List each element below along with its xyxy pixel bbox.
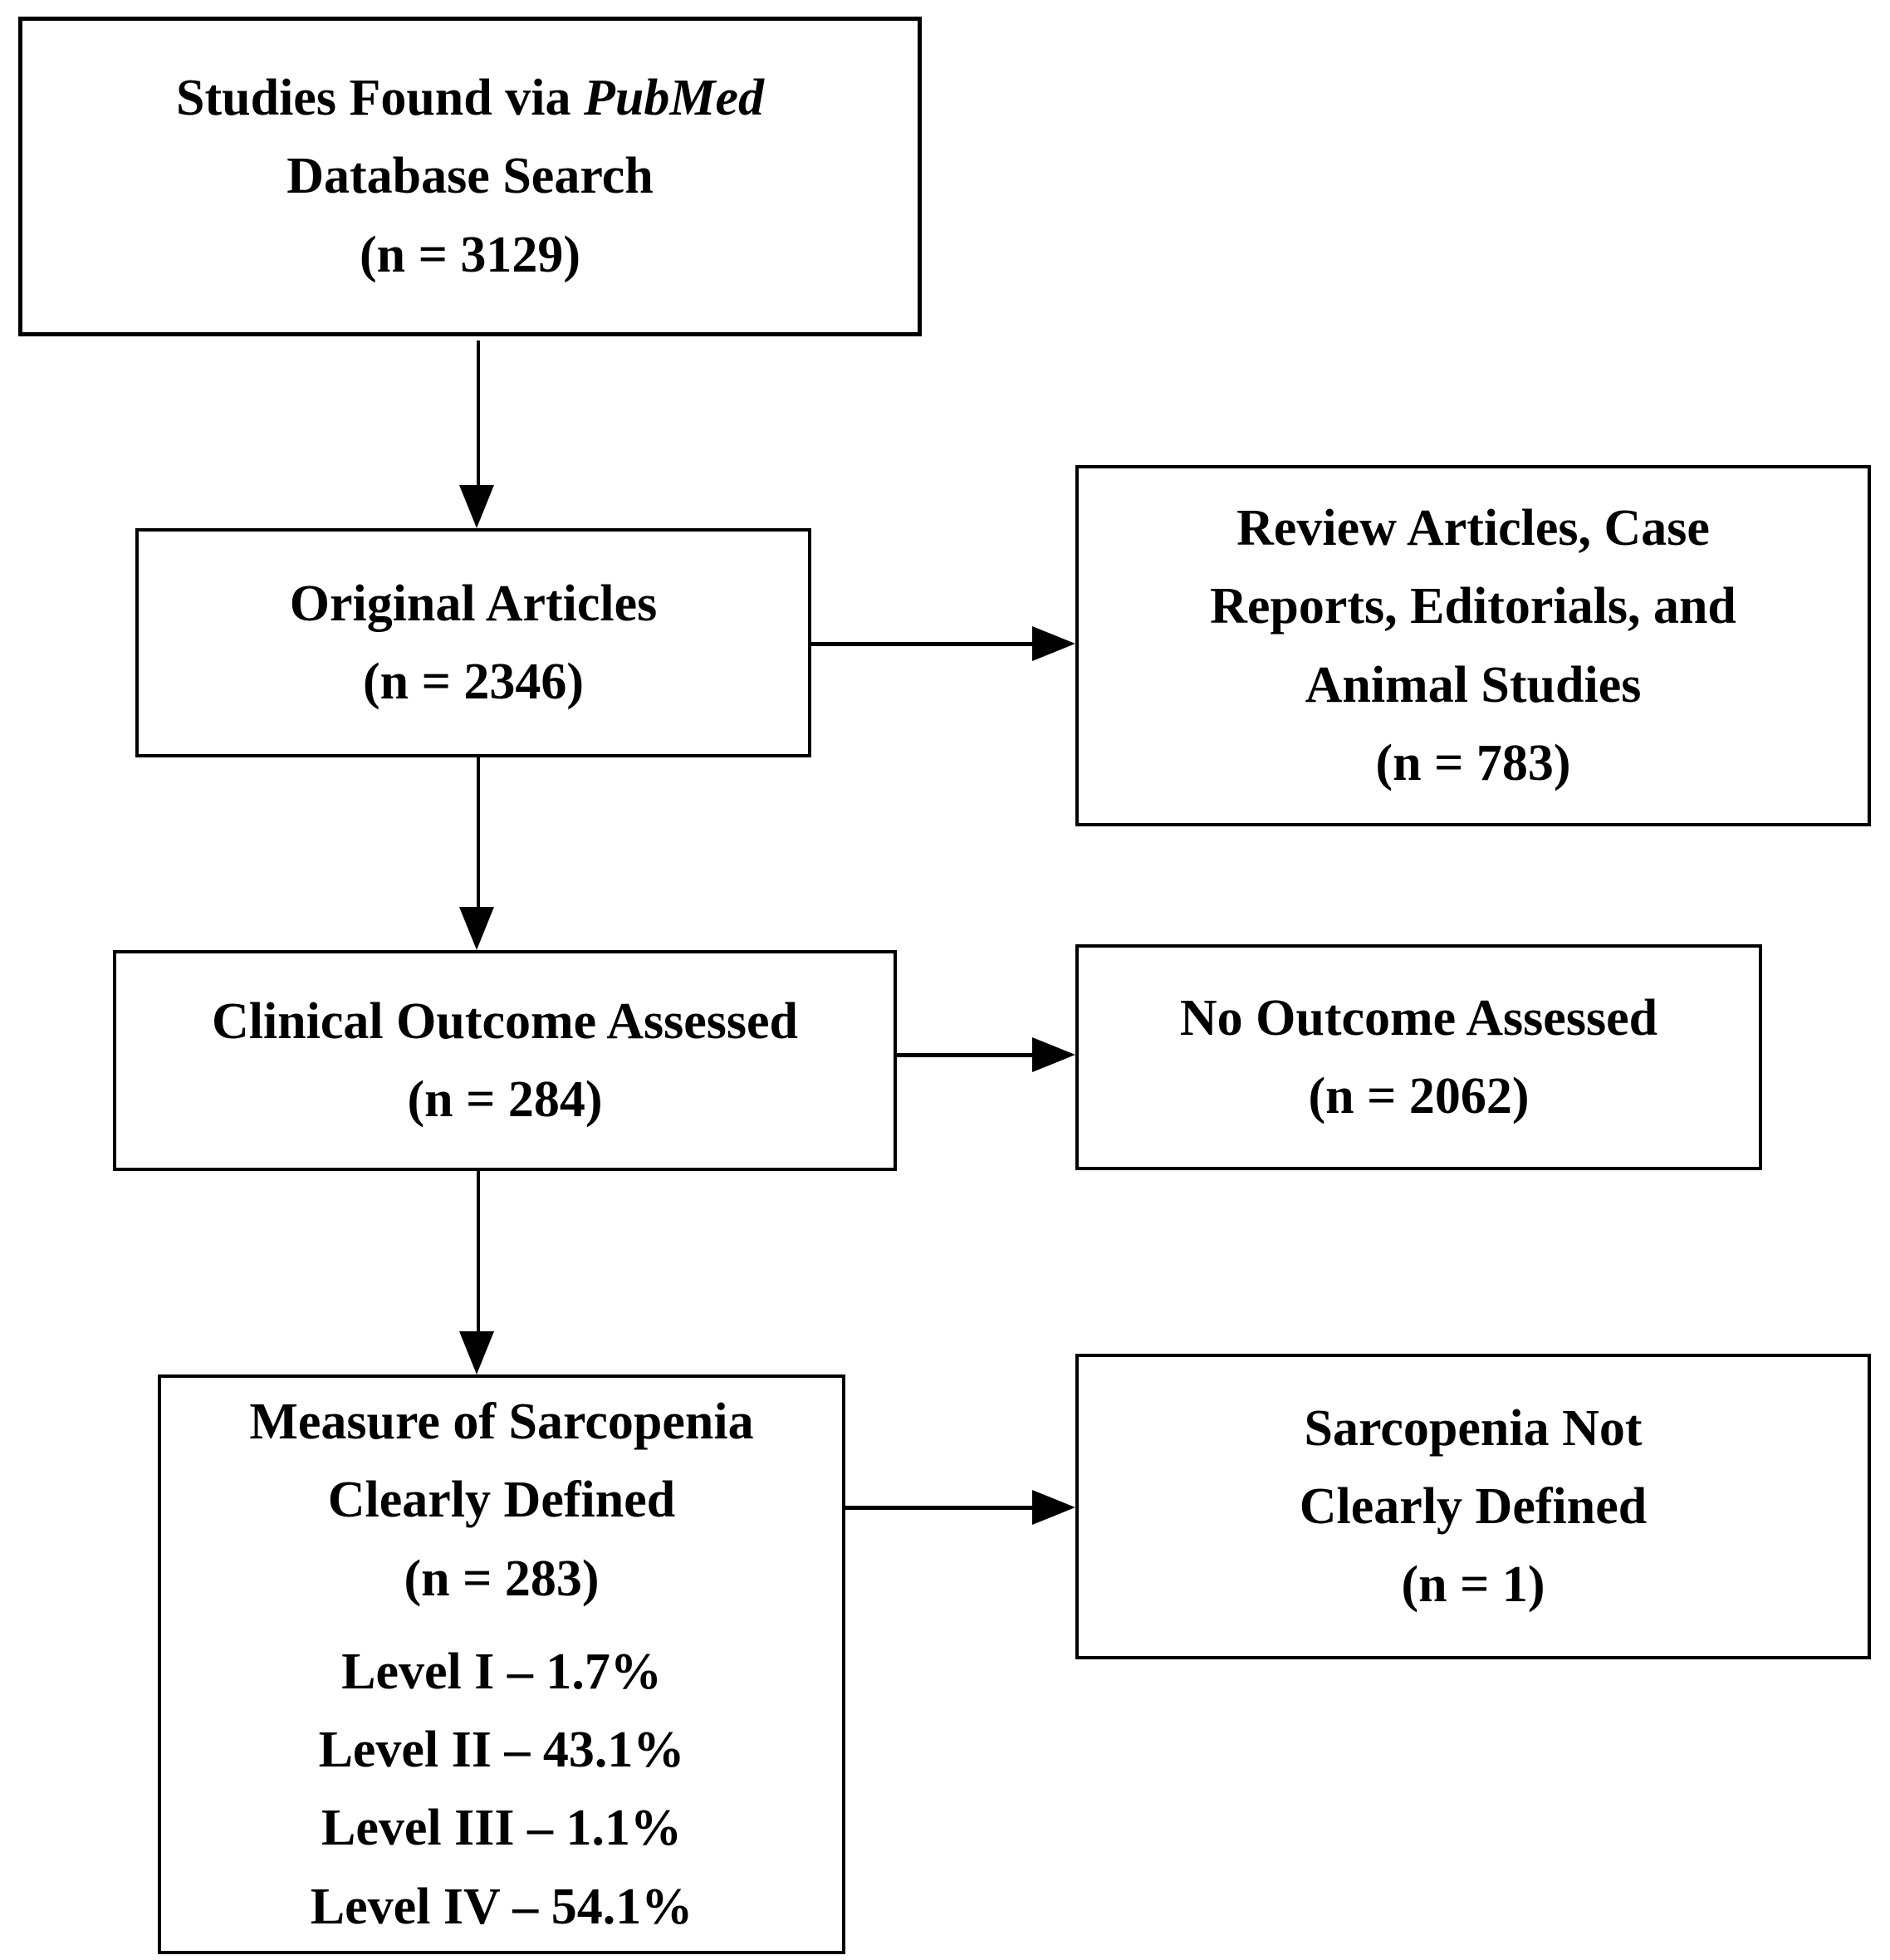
box-measure-defined: Measure of Sarcopenia Clearly Defined (n…: [158, 1374, 845, 1954]
review-articles-line3: Animal Studies: [1305, 656, 1642, 713]
measure-defined-line2: Clearly Defined: [327, 1472, 676, 1529]
not-defined-line1: Sarcopenia Not: [1304, 1399, 1643, 1457]
box-sarcopenia-not-defined: Sarcopenia Not Clearly Defined (n = 1): [1075, 1354, 1871, 1659]
review-articles-line1: Review Articles, Case: [1236, 500, 1710, 557]
no-outcome-title: No Outcome Assessed: [1179, 989, 1658, 1046]
studies-found-line1: Studies Found via PubMed: [176, 59, 764, 137]
original-articles-count: (n = 2346): [362, 654, 585, 710]
arrow-line-clinical-to-nooutcome: [897, 1053, 1036, 1057]
down-arrowhead-icon: [459, 907, 494, 950]
evidence-levels-list: Level I – 1.7% Level II – 43.1% Level II…: [311, 1633, 693, 1946]
box-review-articles-excluded: Review Articles, Case Reports, Editorial…: [1075, 465, 1871, 826]
arrow-line-original-to-clinical: [477, 757, 480, 909]
arrow-line-original-to-review: [811, 642, 1036, 646]
measure-defined-line1: Measure of Sarcopenia: [249, 1394, 754, 1451]
evidence-level-1: Level I – 1.7%: [341, 1643, 662, 1700]
not-defined-line2: Clearly Defined: [1299, 1477, 1648, 1535]
studies-found-line2: Database Search: [286, 148, 654, 205]
box-no-outcome-excluded: No Outcome Assessed (n = 2062): [1075, 944, 1762, 1170]
not-defined-count: (n = 1): [1401, 1556, 1545, 1614]
right-arrowhead-icon: [1032, 1037, 1075, 1072]
right-arrowhead-icon: [1032, 626, 1075, 661]
evidence-level-3: Level III – 1.1%: [321, 1800, 682, 1857]
review-articles-line2: Reports, Editorials, and: [1210, 578, 1736, 635]
studies-found-pubmed-italic: PubMed: [584, 70, 764, 127]
evidence-level-2: Level II – 43.1%: [318, 1722, 685, 1779]
original-articles-title: Original Articles: [289, 575, 658, 632]
evidence-level-4: Level IV – 54.1%: [310, 1878, 693, 1935]
review-articles-count: (n = 783): [1375, 734, 1571, 791]
box-original-articles: Original Articles (n = 2346): [135, 528, 811, 757]
box-studies-found: Studies Found via PubMed Database Search…: [18, 17, 922, 336]
arrow-line-studies-to-original: [477, 341, 480, 487]
down-arrowhead-icon: [459, 1331, 494, 1374]
down-arrowhead-icon: [459, 485, 494, 528]
studies-found-count: (n = 3129): [359, 226, 581, 283]
clinical-outcome-count: (n = 284): [407, 1071, 603, 1128]
arrow-line-measure-to-notdefined: [845, 1506, 1036, 1510]
no-outcome-count: (n = 2062): [1308, 1068, 1530, 1125]
box-clinical-outcome: Clinical Outcome Assessed (n = 284): [113, 950, 897, 1171]
measure-defined-count: (n = 283): [404, 1550, 600, 1607]
right-arrowhead-icon: [1032, 1490, 1075, 1525]
arrow-line-clinical-to-measure: [477, 1171, 480, 1333]
clinical-outcome-title: Clinical Outcome Assessed: [211, 992, 799, 1050]
studies-found-line1-text: Studies Found via: [175, 70, 584, 127]
